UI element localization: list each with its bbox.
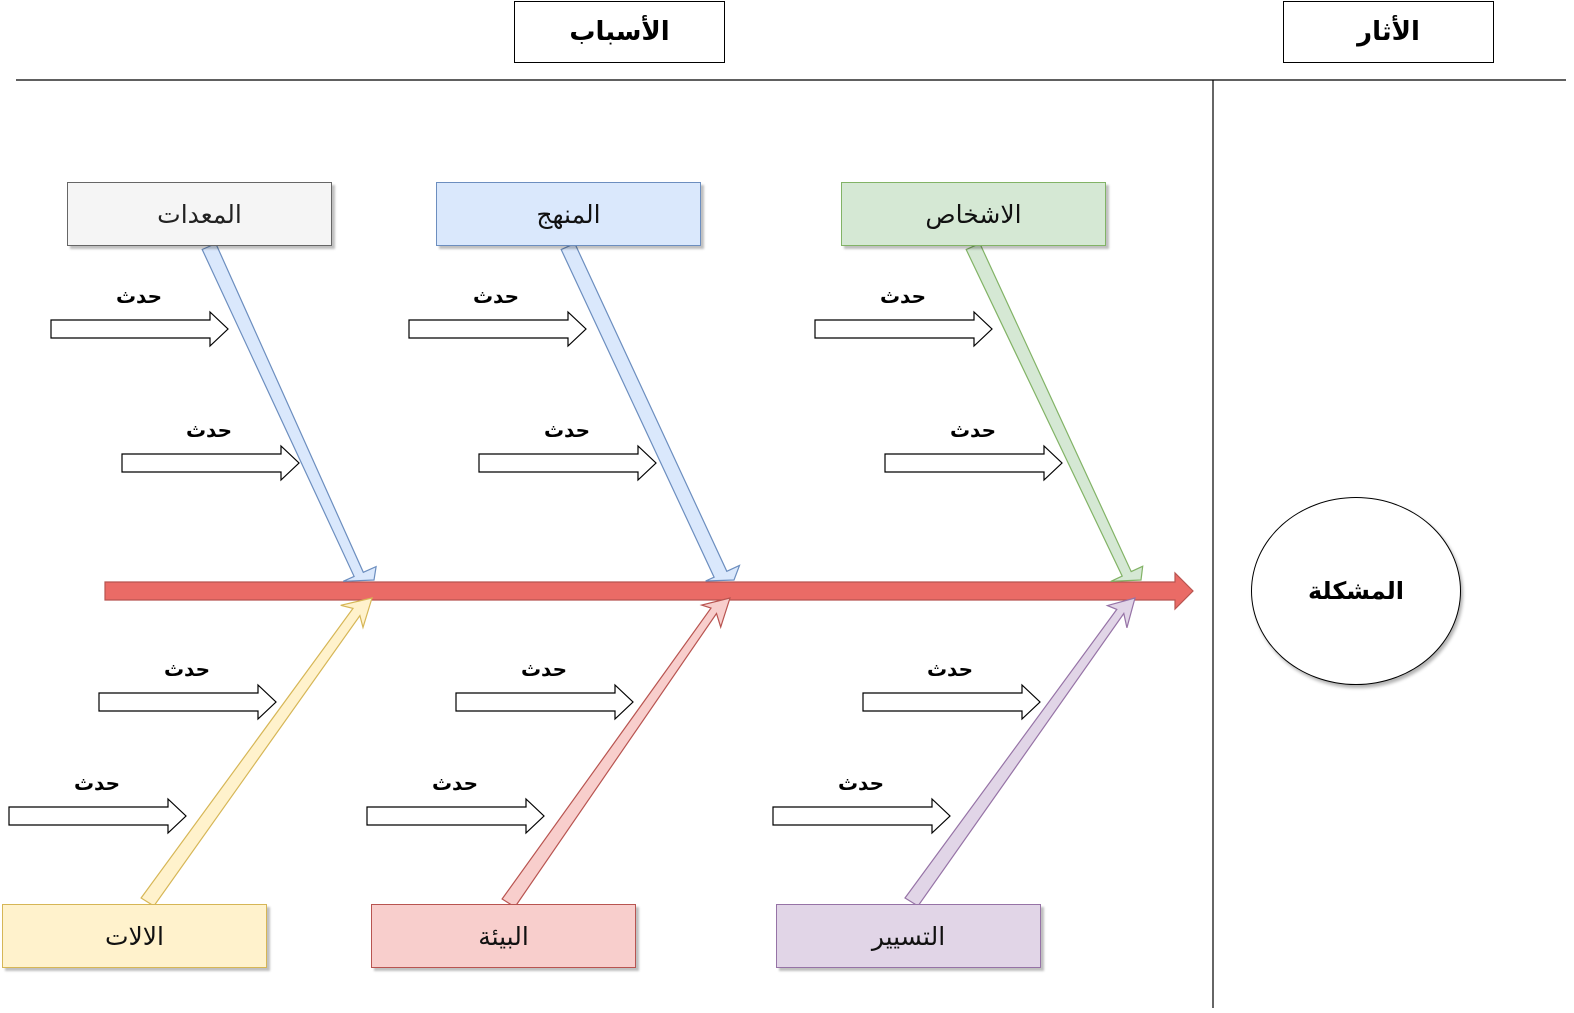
event-label: حدث (837, 771, 885, 795)
event-label: حدث (949, 418, 997, 442)
event-label: حدث (472, 284, 520, 308)
main-spine-arrow (104, 571, 1194, 611)
event-arrow (408, 310, 587, 348)
event-arrow (121, 444, 300, 482)
event-label: حدث (926, 657, 974, 681)
event-arrow (884, 444, 1063, 482)
category-equipment: المعدات (67, 182, 332, 246)
event-label: حدث (185, 418, 233, 442)
bone-arrow-machines (140, 597, 373, 907)
event-label: حدث (431, 771, 479, 795)
event-arrow (862, 683, 1041, 721)
event-arrow (455, 683, 634, 721)
problem-ellipse: المشكلة (1251, 497, 1461, 685)
category-people: الاشخاص (841, 182, 1106, 246)
category-machines: الالات (2, 904, 267, 968)
event-arrow (772, 797, 951, 835)
event-label: حدث (163, 657, 211, 681)
event-label: حدث (543, 418, 591, 442)
event-arrow (50, 310, 229, 348)
bone-arrow-management (904, 597, 1136, 907)
effects-header: الأثار (1283, 1, 1494, 63)
event-label: حدث (879, 284, 927, 308)
event-arrow (366, 797, 545, 835)
event-arrow (98, 683, 277, 721)
event-label: حدث (520, 657, 568, 681)
event-label: حدث (73, 771, 121, 795)
causes-header: الأسباب (514, 1, 725, 63)
bone-arrow-method (560, 242, 741, 582)
event-arrow (814, 310, 993, 348)
event-label: حدث (115, 284, 163, 308)
bone-arrow-environment (501, 597, 731, 908)
event-arrow (478, 444, 657, 482)
category-management: التسيير (776, 904, 1041, 968)
event-arrow (8, 797, 187, 835)
bone-arrow-people (965, 242, 1144, 582)
bone-arrow-equipment (201, 242, 377, 582)
category-method: المنهج (436, 182, 701, 246)
category-environment: البيئة (371, 904, 636, 968)
